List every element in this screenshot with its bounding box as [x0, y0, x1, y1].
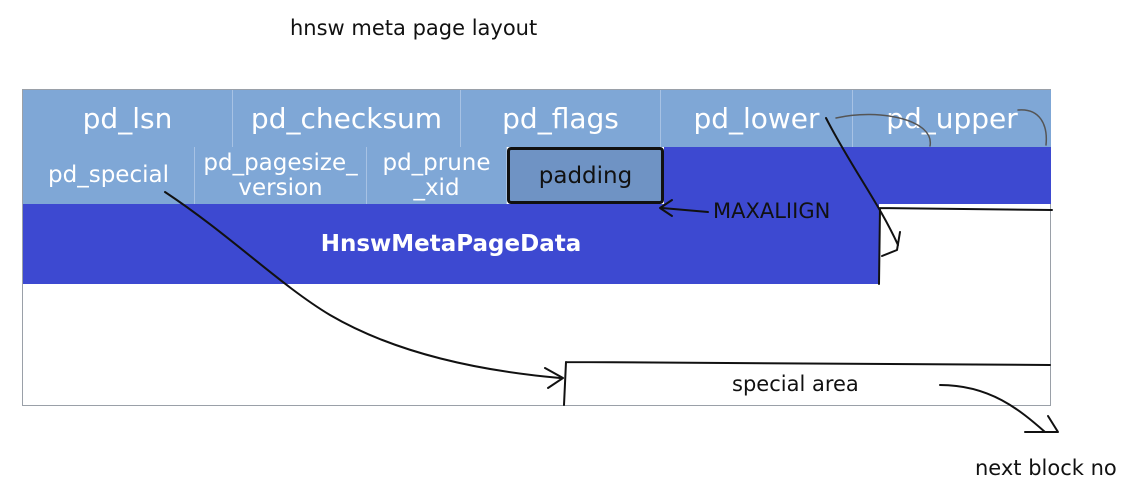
special-area-outline — [563, 361, 1051, 406]
padding-block: padding — [507, 147, 664, 204]
pd-prune-label-line1: pd_prune — [382, 149, 491, 176]
pd-prune-label-line2: _xid — [413, 174, 460, 201]
pd-upper-curve-right — [1017, 109, 1048, 146]
maxalign-arrow — [661, 207, 709, 213]
field-pd-checksum: pd_checksum — [233, 90, 461, 147]
pd-pagesize-label-line1: pd_pagesize_ — [203, 149, 358, 176]
field-pd-pagesize-version: pd_pagesize_ version — [195, 147, 367, 204]
field-pd-prune-xid: pd_prune _xid — [367, 147, 507, 204]
next-block-no-label: next block no — [975, 456, 1117, 480]
field-pd-flags: pd_flags — [461, 90, 661, 147]
hnsw-meta-page-data: HnswMetaPageData — [23, 204, 879, 284]
field-pd-lower: pd_lower — [661, 90, 853, 147]
page-frame — [22, 89, 1051, 406]
pd-lower-arrow-head — [881, 231, 901, 257]
field-pd-lsn: pd_lsn — [23, 90, 233, 147]
field-pd-upper: pd_upper — [853, 90, 1051, 147]
pd-lower-arrow — [825, 117, 899, 246]
pd-special-arrow-head — [544, 367, 564, 389]
diagram-title: hnsw meta page layout — [290, 16, 538, 40]
maxalign-label: MAXALIIGN — [713, 199, 831, 223]
next-block-arrow — [939, 384, 1046, 433]
maxalign-arrow-head — [659, 199, 673, 217]
pd-special-arrow — [164, 191, 561, 379]
pd-pagesize-label-line2: version — [238, 174, 323, 201]
pd-upper-curve — [835, 113, 931, 147]
meta-data-top-band — [664, 147, 1051, 204]
next-block-arrow-head — [1024, 415, 1059, 433]
meta-data-end-line — [878, 207, 1053, 285]
special-area-label: special area — [732, 372, 859, 396]
field-pd-special: pd_special — [23, 147, 195, 204]
